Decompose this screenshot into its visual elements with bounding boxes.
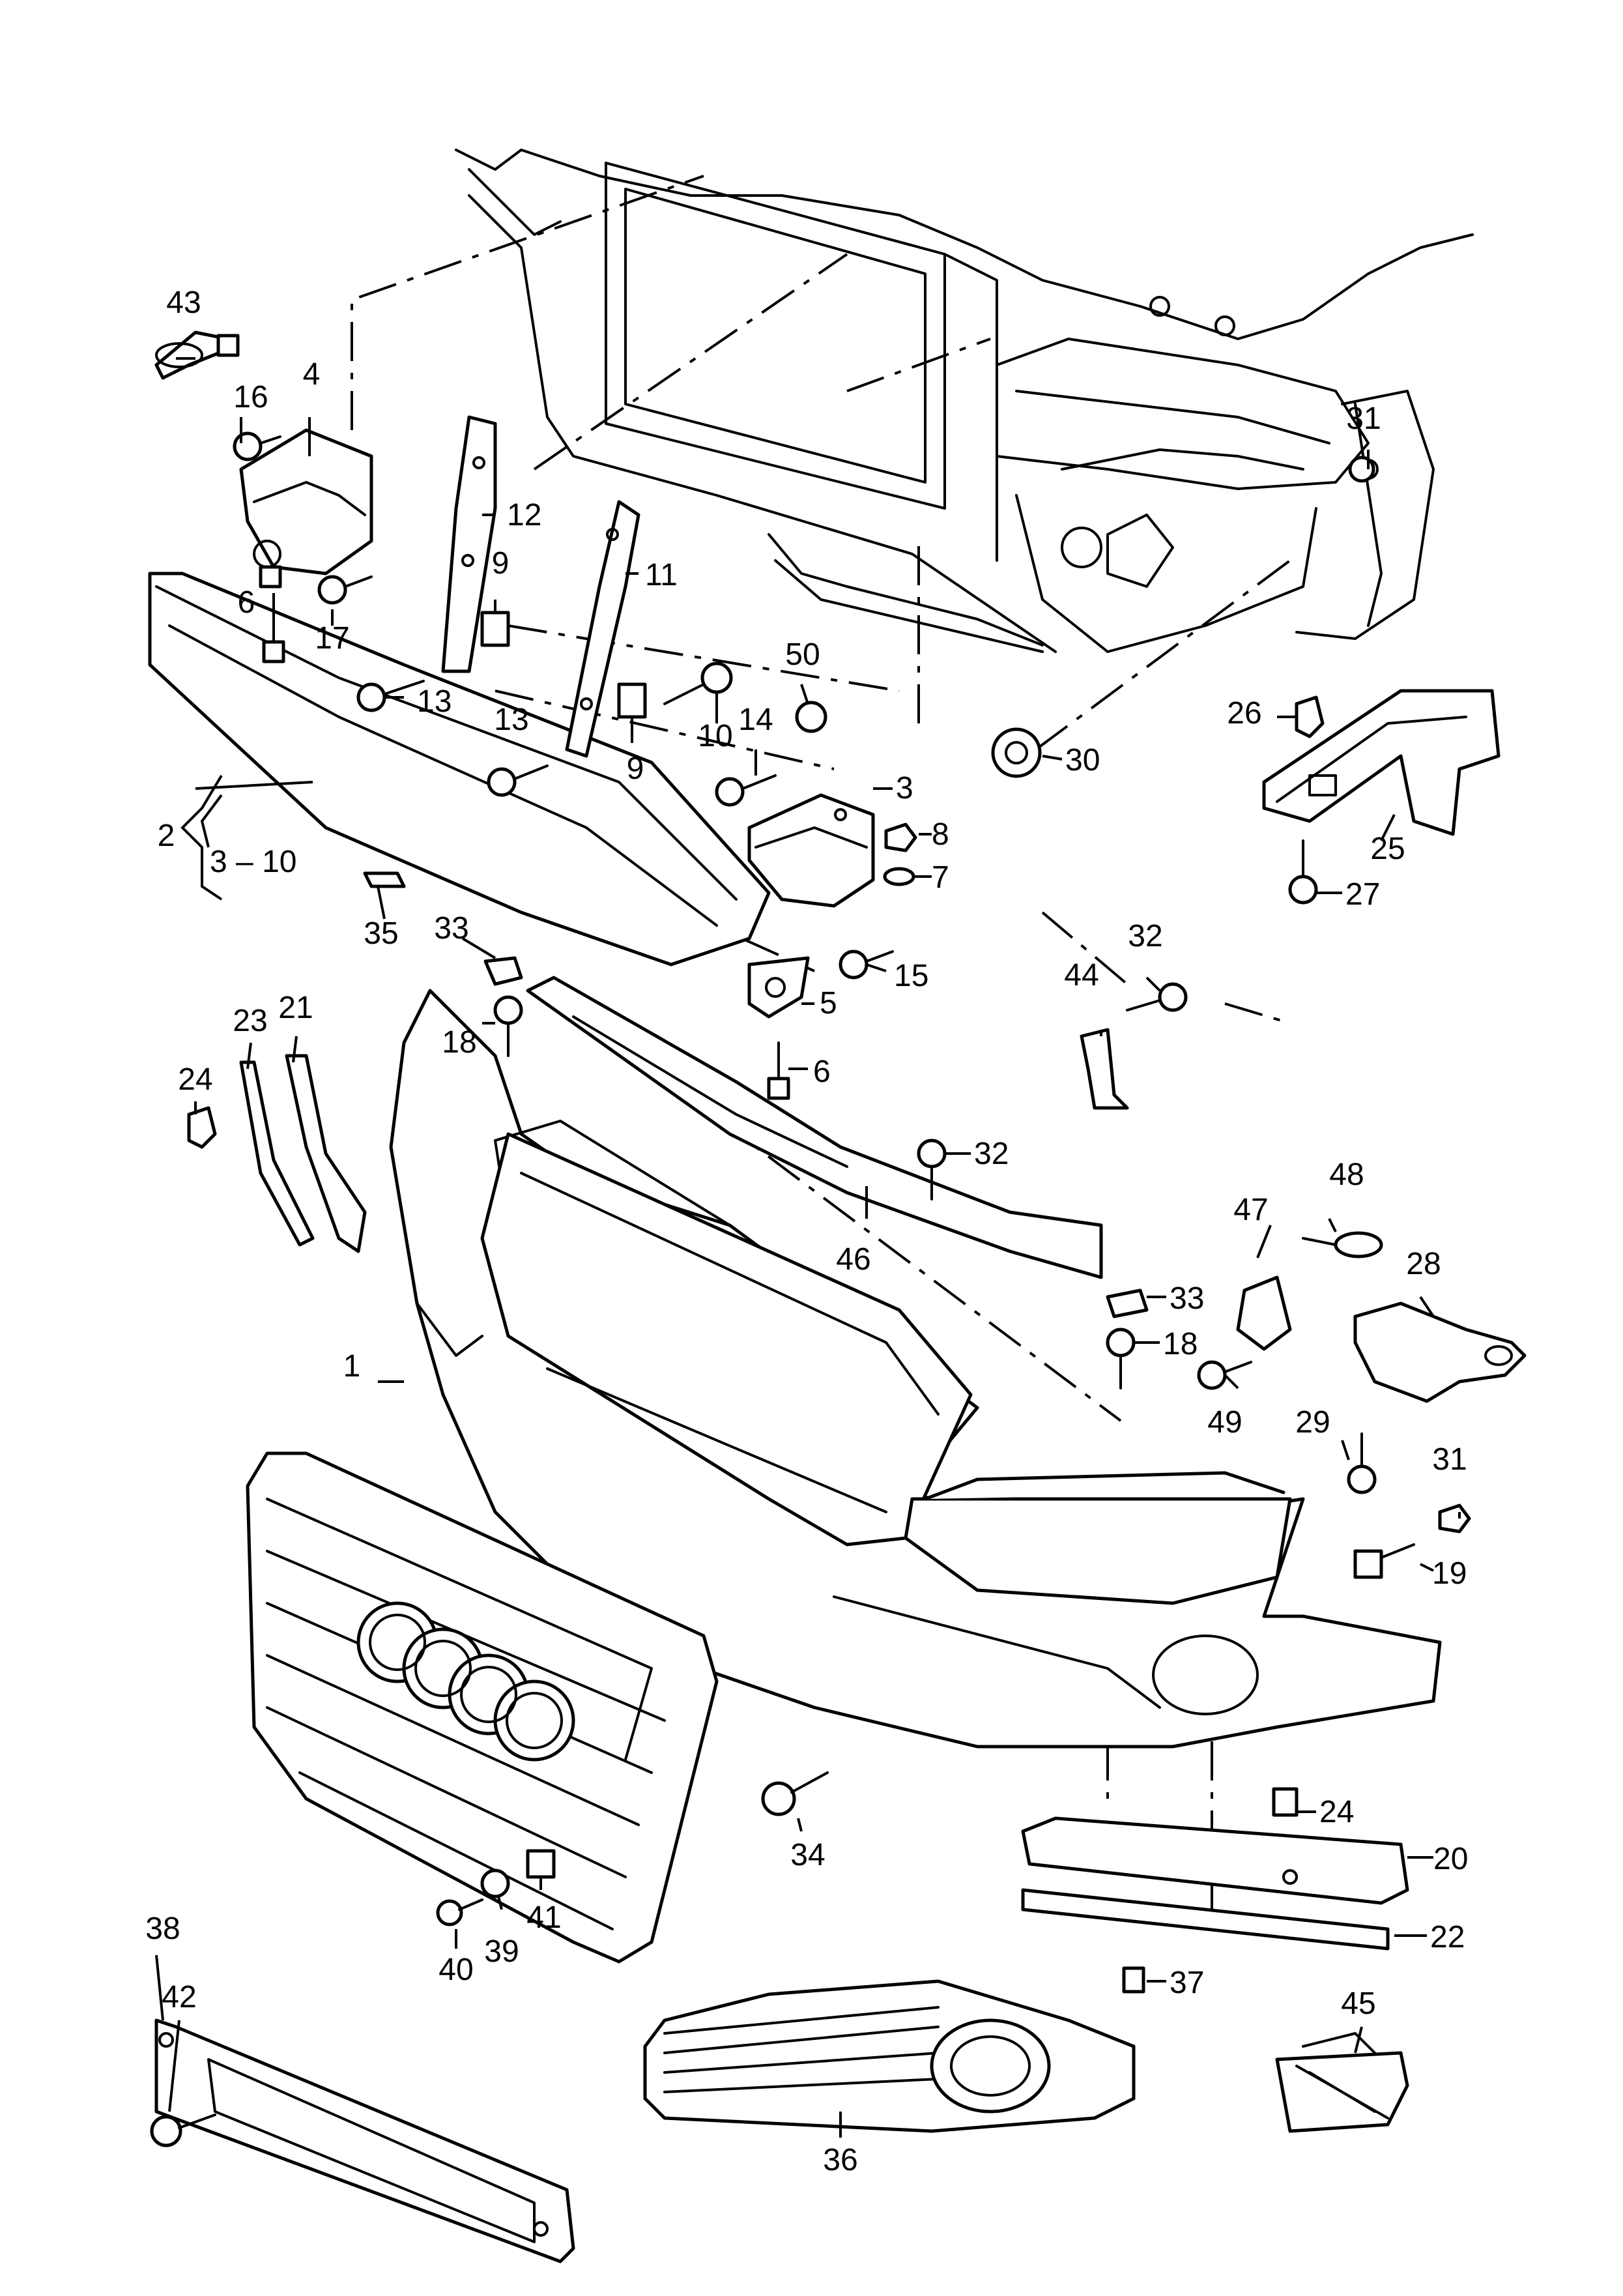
deflector-46 <box>526 976 1103 1279</box>
callout-33a: 33 <box>434 911 468 946</box>
mount-bracket-5 <box>747 956 810 1019</box>
side-trim-21 <box>285 1054 367 1253</box>
lower-grille <box>643 1979 1136 2133</box>
callout-11: 11 <box>645 558 678 592</box>
mount-bracket-3 <box>747 793 875 908</box>
bracket-11 <box>565 500 640 758</box>
callout-23: 23 <box>233 1004 267 1038</box>
vehicle-front-structure <box>455 149 1474 653</box>
callout-38: 38 <box>145 1911 180 1946</box>
callout-35: 35 <box>364 916 398 951</box>
clip-24-left <box>187 1106 217 1149</box>
callout-6b: 6 <box>813 1054 831 1089</box>
callout-16: 16 <box>233 380 268 414</box>
callout-6a: 6 <box>238 585 255 620</box>
callout-range-3-10: 3 – 10 <box>210 845 296 879</box>
callout-44: 44 <box>1064 958 1099 993</box>
small-parts <box>150 330 1527 2147</box>
callout-28: 28 <box>1406 1247 1441 1281</box>
callout-9b: 9 <box>627 751 644 786</box>
callout-12: 12 <box>507 498 541 532</box>
callout-26: 26 <box>1227 696 1261 731</box>
callout-24a: 24 <box>178 1062 212 1097</box>
callout-5: 5 <box>820 986 837 1021</box>
callout-42: 42 <box>162 1980 196 2014</box>
callout-36: 36 <box>823 2143 857 2177</box>
callout-39: 39 <box>484 1934 519 1969</box>
callout-33b: 33 <box>1170 1281 1204 1316</box>
callout-20: 20 <box>1433 1842 1468 1876</box>
callout-4: 4 <box>303 357 321 392</box>
trim-strip-20 <box>1021 1816 1409 1905</box>
callouts: 43 16 4 12 11 9 6 17 13 13 9 10 14 50 3 … <box>145 285 1468 2177</box>
leader-lines <box>155 357 1461 2138</box>
callout-46: 46 <box>836 1242 870 1277</box>
side-trim-23 <box>239 1060 315 1247</box>
callout-31a: 31 <box>1346 401 1381 436</box>
callout-17: 17 <box>315 621 349 656</box>
callout-25: 25 <box>1370 832 1405 866</box>
mount-bracket-4 <box>239 428 373 589</box>
bumper-cover <box>389 989 1442 1749</box>
callout-8: 8 <box>932 817 949 852</box>
fog-lamp-45 <box>1275 2032 1409 2133</box>
callout-37: 37 <box>1170 1966 1204 2000</box>
callout-47: 47 <box>1233 1193 1268 1227</box>
callout-30: 30 <box>1065 743 1100 777</box>
callout-34: 34 <box>790 1838 825 1872</box>
callout-27: 27 <box>1345 877 1380 912</box>
callout-24b: 24 <box>1319 1795 1354 1829</box>
callout-18b: 18 <box>1163 1327 1198 1361</box>
bracket-25 <box>1262 689 1501 836</box>
callout-31b: 31 <box>1432 1442 1467 1477</box>
callout-13a: 13 <box>417 684 452 719</box>
trim-strip-22 <box>1021 1888 1390 1951</box>
callout-43: 43 <box>166 285 201 320</box>
callout-19: 19 <box>1432 1556 1467 1591</box>
callout-49: 49 <box>1207 1405 1242 1440</box>
bracket-12 <box>441 415 497 673</box>
callout-10: 10 <box>698 719 732 753</box>
callout-15: 15 <box>894 959 928 993</box>
callout-1: 1 <box>343 1349 361 1384</box>
callout-48: 48 <box>1329 1157 1364 1192</box>
callout-40: 40 <box>438 1953 473 1987</box>
callout-2-brace <box>180 774 223 901</box>
callout-14: 14 <box>738 703 773 737</box>
callout-45: 45 <box>1341 1986 1375 2021</box>
callout-22: 22 <box>1430 1920 1465 1955</box>
callout-3: 3 <box>896 771 913 806</box>
callout-50: 50 <box>785 637 820 672</box>
radiator-grille <box>246 1451 719 1964</box>
callout-41: 41 <box>526 1900 561 1935</box>
callout-9a: 9 <box>492 546 510 581</box>
callout-32a: 32 <box>1128 919 1162 953</box>
callout-29: 29 <box>1295 1405 1330 1440</box>
callout-2: 2 <box>158 819 175 853</box>
callout-32b: 32 <box>974 1137 1009 1171</box>
bumper-reinforcement <box>148 572 771 966</box>
callout-7: 7 <box>932 860 949 895</box>
callout-13b: 13 <box>494 703 528 737</box>
license-plate-base <box>154 2018 575 2263</box>
callout-21: 21 <box>278 991 313 1025</box>
callout-18a: 18 <box>442 1025 476 1060</box>
